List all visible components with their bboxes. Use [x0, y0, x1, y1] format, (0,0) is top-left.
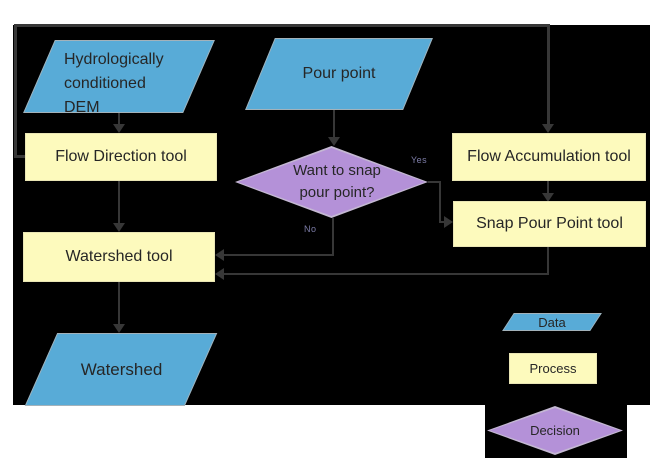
node-dem-line3: DEM: [64, 99, 100, 116]
connector-decision-yes-h2: [439, 221, 445, 223]
connector-flowdir-to-watershedtool: [118, 181, 120, 224]
node-snap-pour-point: Snap Pour Point tool: [453, 201, 646, 247]
connector-flowdir-to-flowacc-right: [547, 25, 550, 125]
connector-decision-no-h: [223, 254, 334, 256]
connector-decision-no-v: [332, 218, 334, 256]
arrowhead-into-watershedtool-top: [113, 223, 125, 232]
arrowhead-into-snap-left: [444, 216, 453, 228]
edge-label-yes: Yes: [411, 155, 428, 165]
arrowhead-into-watershed: [113, 324, 125, 333]
connector-snap-to-watershedtool-v: [547, 247, 549, 275]
node-dem-line1: Hydrologically: [64, 51, 164, 68]
node-dem-label: Hydrologically conditioned DEM: [64, 48, 204, 116]
arrowhead-into-flowdir: [113, 124, 125, 133]
arrowhead-into-watershedtool-lower: [215, 268, 224, 280]
connector-flowdir-stub: [14, 155, 25, 158]
node-decision-line1: Want to snap: [293, 162, 381, 179]
connector-flowdir-to-flowacc-top: [14, 24, 550, 27]
connector-decision-yes-h1: [428, 181, 441, 183]
node-flow-accumulation: Flow Accumulation tool: [452, 133, 646, 181]
arrowhead-into-flowacc: [542, 124, 554, 133]
connector-decision-yes-v: [439, 181, 441, 223]
connector-dem-to-flowdir: [118, 113, 120, 126]
arrowhead-into-snap-top: [542, 193, 554, 202]
connector-flowacc-to-snap: [547, 181, 549, 195]
legend-data-label: Data: [538, 314, 566, 330]
legend-process-shape: Process: [509, 353, 597, 384]
edge-label-no: No: [304, 224, 317, 234]
node-pour-point-label: Pour point: [302, 65, 376, 82]
arrowhead-into-watershedtool-upper: [215, 249, 224, 261]
connector-pourpoint-to-decision: [333, 110, 335, 139]
node-flow-direction: Flow Direction tool: [25, 133, 217, 181]
legend-decision-label: Decision: [530, 423, 580, 438]
node-dem-line2: conditioned: [64, 75, 146, 92]
node-decision-label: Want to snap pour point?: [252, 146, 422, 218]
node-watershed-tool: Watershed tool: [23, 232, 215, 282]
connector-snap-to-watershedtool-h: [223, 273, 549, 275]
arrowhead-into-decision: [328, 137, 340, 146]
node-watershed-label: Watershed: [80, 359, 163, 379]
connector-flowdir-to-flowacc-left: [14, 26, 17, 157]
node-decision-line2: pour point?: [299, 184, 375, 201]
connector-watershedtool-to-watershed: [118, 282, 120, 325]
